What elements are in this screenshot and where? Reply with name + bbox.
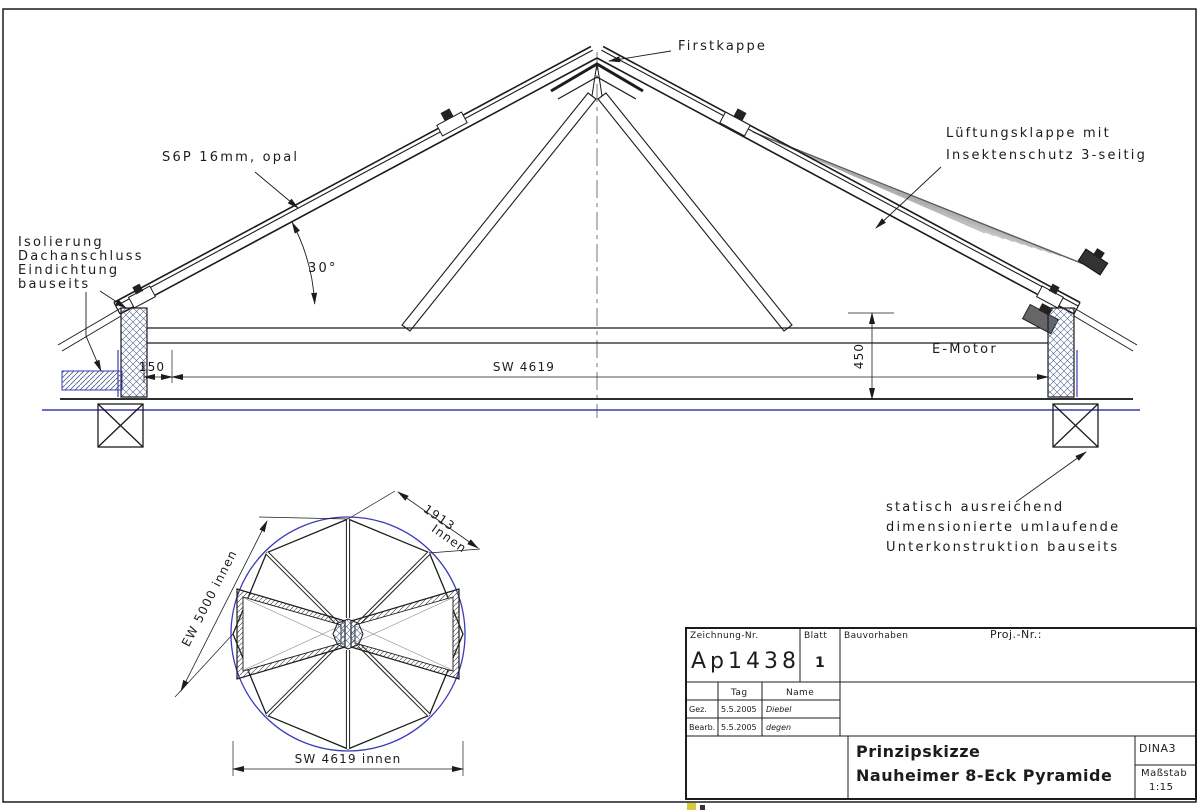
project-label: Bauvorhaben	[844, 631, 908, 641]
label-vent-2: Insektenschutz 3-seitig	[946, 148, 1147, 163]
inner-beam-right	[597, 92, 793, 332]
label-glazing: S6P 16mm, opal	[162, 150, 299, 165]
column-name-header: Name	[786, 688, 814, 698]
drawing-title-line1: Prinzipskizze	[856, 742, 980, 761]
dim-450	[848, 312, 894, 400]
label-vent-1: Lüftungsklappe mit	[946, 126, 1111, 141]
support-post-right	[1052, 403, 1099, 448]
paper-format: DINA3	[1139, 742, 1176, 755]
row-edited-date: 5.5.2005	[721, 723, 757, 732]
clamp-eave-left	[127, 283, 157, 309]
row-drawn-name: Diebel	[766, 705, 792, 714]
label-substructure-2: dimensionierte umlaufende	[886, 520, 1120, 535]
wall-left	[120, 307, 148, 398]
drawing-no-label: Zeichnung-Nr.	[690, 631, 759, 641]
proj-nr-label: Proj.-Nr.:	[990, 628, 1042, 641]
label-insulation-2: Dachanschluss	[18, 249, 144, 264]
plan-beam-right	[350, 588, 460, 680]
label-substructure-3: Unterkonstruktion bauseits	[886, 540, 1119, 555]
dim-text-sw-innen: SW 4619 innen	[295, 752, 402, 766]
dim-text-sw4619: SW 4619	[493, 360, 555, 374]
column-day-header: Tag	[730, 688, 747, 698]
plan-dim-ew	[174, 516, 349, 698]
wall-right	[1047, 307, 1075, 398]
drawing-title-line2: Nauheimer 8-Eck Pyramide	[856, 766, 1112, 785]
plan-dim-side	[347, 490, 481, 554]
vent-flap-hardware	[1077, 248, 1109, 276]
plan-dim-sw	[232, 741, 464, 776]
row-edited-name: degen	[766, 723, 791, 732]
flashing-right	[1073, 307, 1138, 397]
row-edited-label: Bearb.	[689, 723, 715, 732]
scale-value: 1:15	[1149, 782, 1173, 793]
row-drawn-date: 5.5.2005	[721, 705, 757, 714]
support-post-left	[97, 403, 144, 448]
sheet-border	[2, 8, 1197, 803]
label-e-motor: E-Motor	[932, 342, 998, 357]
leader-lines	[85, 50, 1087, 503]
clamp-left	[436, 108, 468, 137]
plan-view	[174, 490, 481, 776]
section-view	[42, 45, 1140, 503]
ridge-cap	[550, 62, 644, 100]
vent-hinge	[719, 108, 751, 137]
inner-beam-left	[401, 92, 597, 332]
dim-text-450: 450	[852, 343, 866, 370]
sheet-number: 1	[815, 655, 825, 671]
label-firstkappe: Firstkappe	[678, 39, 767, 54]
insulation-strip	[61, 370, 123, 391]
drawing-no-value: Ap1438	[691, 649, 800, 674]
rafter-left	[113, 45, 598, 315]
label-angle-30: 30°	[308, 261, 338, 276]
plan-hips	[265, 519, 431, 749]
plan-hub	[332, 618, 364, 650]
label-insulation-3: Eindichtung	[18, 263, 119, 278]
label-substructure-1: statisch ausreichend	[886, 500, 1064, 515]
clamp-eave-right	[1035, 283, 1065, 309]
title-block-border	[685, 627, 1197, 800]
row-drawn-label: Gez.	[689, 705, 707, 714]
scan-artifact	[687, 803, 705, 810]
rafter-right	[596, 45, 1081, 315]
plan-beam-left	[236, 588, 346, 680]
scale-label: Maßstab	[1141, 768, 1187, 779]
label-insulation-4: bauseits	[18, 277, 90, 292]
title-block	[685, 627, 1197, 800]
dim-text-150: 150	[139, 360, 166, 374]
label-insulation-1: Isolierung	[18, 235, 104, 250]
angle-arc-30	[291, 221, 318, 305]
sheet-label: Blatt	[804, 631, 827, 641]
